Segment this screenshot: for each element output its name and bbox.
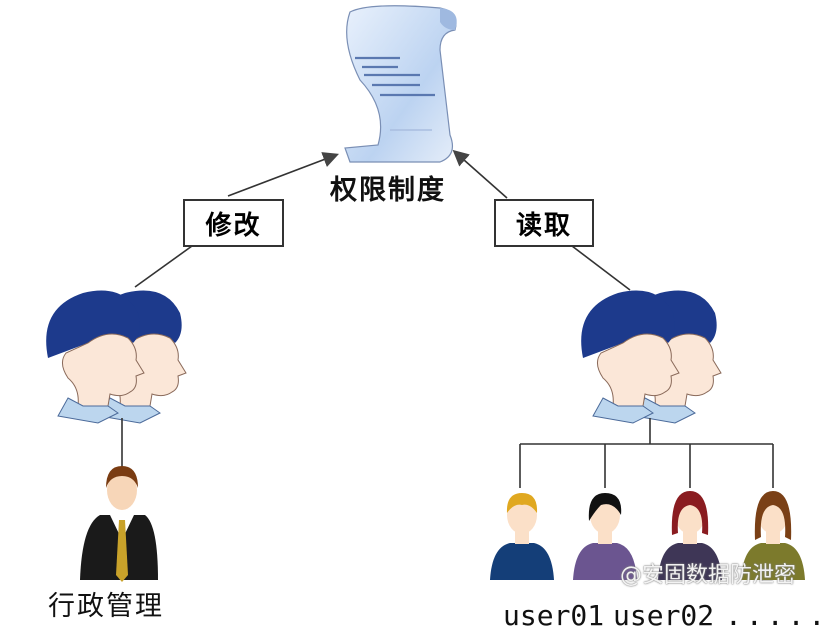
user01-label: user01: [503, 599, 605, 632]
more-users-label: .....: [725, 599, 830, 632]
user04-icon: [741, 491, 805, 580]
user02-icon: [573, 493, 637, 580]
read-label-box: 读取: [494, 199, 594, 247]
modify-arrow: [227, 152, 339, 197]
user-tree-connectors: [519, 418, 774, 488]
modify-connector: [134, 245, 193, 288]
diagram-title: 权限制度: [330, 175, 446, 206]
admin-label: 行政管理: [48, 591, 164, 622]
admin-person-icon: [80, 466, 158, 582]
user-group-icon: [580, 290, 722, 424]
user01-icon: [490, 493, 554, 580]
admin-group-icon: [45, 290, 187, 424]
modify-label-box: 修改: [183, 199, 284, 247]
read-arrow: [452, 149, 508, 199]
watermark: @安固数据防泄密: [620, 563, 797, 588]
user02-label: user02: [613, 599, 715, 632]
read-connector: [571, 245, 631, 291]
user03-icon: [658, 491, 722, 580]
policy-document-icon: [344, 5, 457, 163]
